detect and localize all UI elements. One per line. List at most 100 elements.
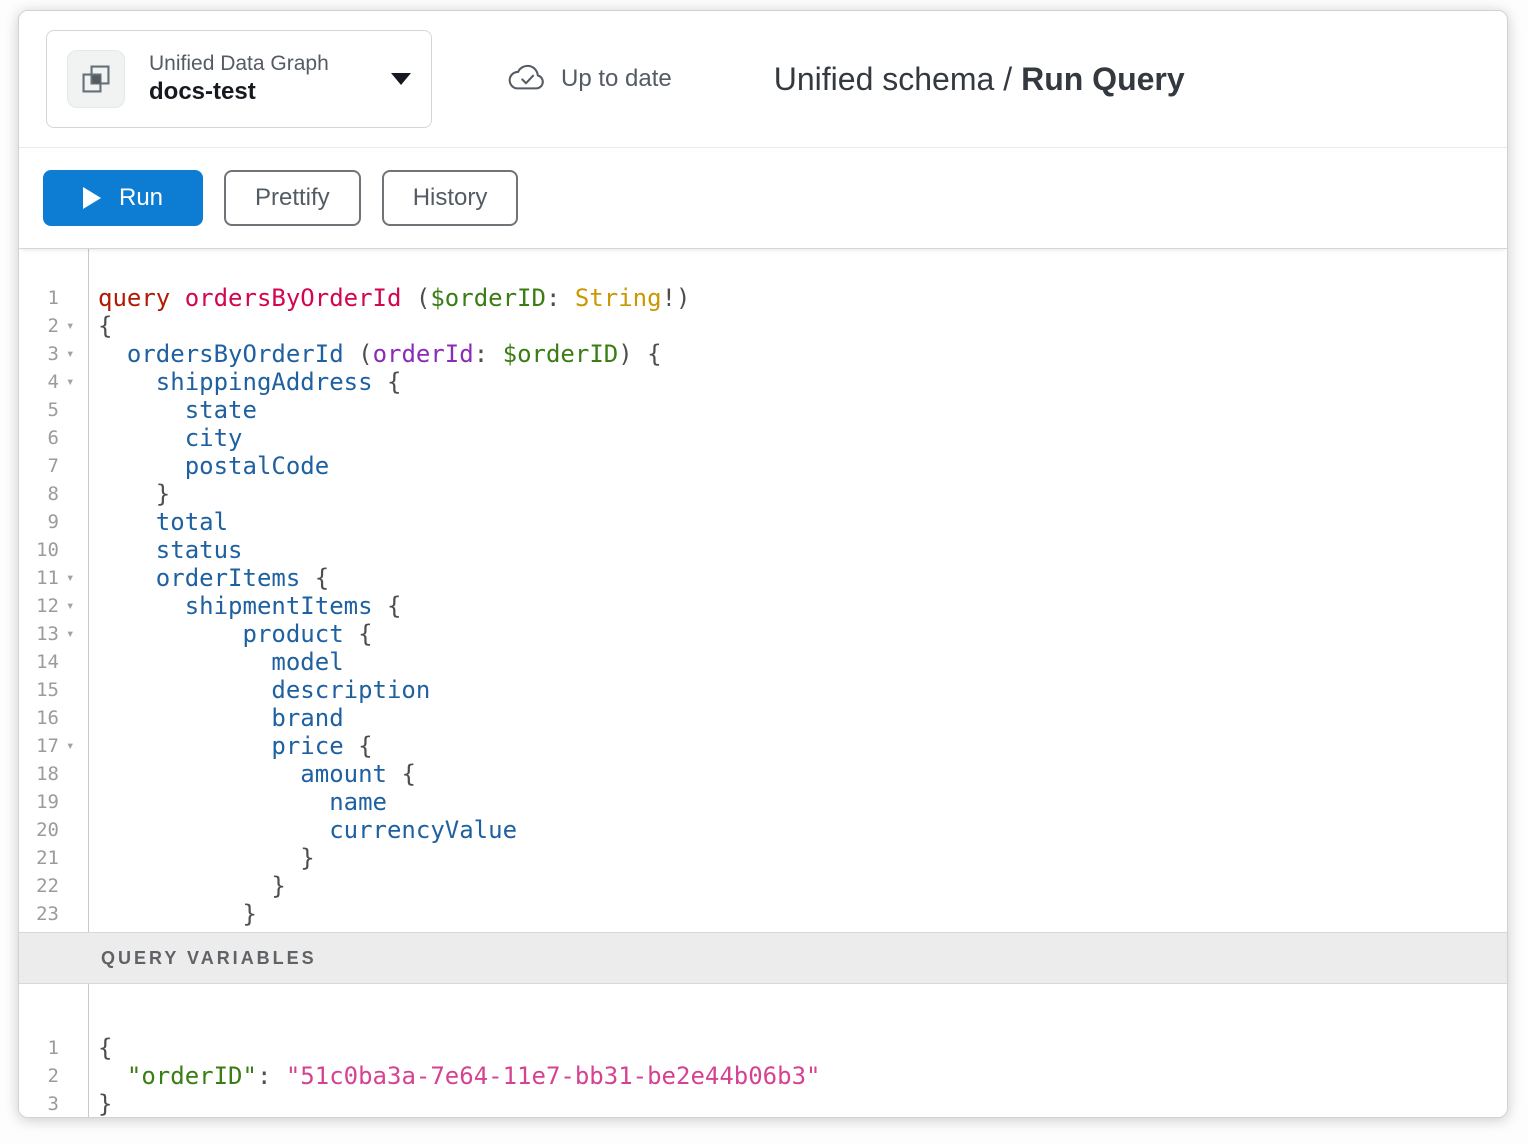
toolbar: Run Prettify History xyxy=(19,148,1507,249)
code-token: orderId xyxy=(372,340,474,368)
code-line: shipmentItems { xyxy=(98,592,1507,620)
code-token: "51c0ba3a-7e64-11e7-bb31-be2e44b06b3" xyxy=(285,1062,821,1090)
code-line: query ordersByOrderId ($orderID: String!… xyxy=(98,284,1507,312)
code-token xyxy=(98,620,243,648)
fold-toggle-icon[interactable]: ▾ xyxy=(66,346,75,362)
fold-gutter-spacer xyxy=(59,508,88,536)
fold-gutter-spacer xyxy=(59,1090,88,1117)
code-token: ( xyxy=(401,284,431,312)
line-number: 3 xyxy=(47,1093,59,1115)
code-token: : xyxy=(256,1062,286,1090)
query-variables-bar[interactable]: QUERY VARIABLES xyxy=(19,932,1507,984)
line-number: 1 xyxy=(47,1037,59,1059)
code-token: amount xyxy=(300,760,387,788)
code-token xyxy=(170,284,184,312)
gutter-row: 12 ▾ xyxy=(19,592,88,620)
fold-gutter-spacer xyxy=(59,648,88,676)
gutter-row: 18 xyxy=(19,760,88,788)
code-token xyxy=(98,452,185,480)
line-number: 9 xyxy=(47,511,59,533)
code-token xyxy=(98,704,271,732)
code-token: currencyValue xyxy=(329,816,518,844)
gutter-row: 8 xyxy=(19,480,88,508)
sync-status: Up to date xyxy=(506,64,672,94)
line-number: 2 xyxy=(47,315,59,337)
code-token xyxy=(98,508,156,536)
fold-toggle-icon[interactable]: ▾ xyxy=(66,374,75,390)
history-button[interactable]: History xyxy=(381,170,519,226)
graph-selector-text: Unified Data Graph docs-test xyxy=(149,51,329,107)
line-number: 22 xyxy=(36,875,59,897)
code-line: total xyxy=(98,508,1507,536)
gutter-row: 22 xyxy=(19,872,88,900)
line-number: 12 xyxy=(36,595,59,617)
breadcrumb-current: Run Query xyxy=(1021,60,1185,97)
code-token xyxy=(98,788,329,816)
fold-toggle-icon[interactable]: ▾ xyxy=(66,598,75,614)
graph-icon-tile xyxy=(67,50,125,108)
fold-gutter-spacer xyxy=(59,536,88,564)
line-number: 1 xyxy=(47,287,59,309)
overlapping-squares-icon xyxy=(82,65,110,93)
gutter-row: 13▾ xyxy=(19,620,88,648)
line-number: 18 xyxy=(36,763,59,785)
prettify-button[interactable]: Prettify xyxy=(224,170,361,226)
code-token: description xyxy=(271,676,431,704)
code-line: ordersByOrderId (orderId: $orderID) { xyxy=(98,340,1507,368)
code-token: !) xyxy=(661,284,691,312)
line-number: 14 xyxy=(36,651,59,673)
fold-gutter-spacer xyxy=(59,816,88,844)
code-line: { xyxy=(98,1034,1507,1062)
fold-toggle-icon[interactable]: ▾ xyxy=(66,738,75,754)
code-line: product { xyxy=(98,620,1507,648)
code-token xyxy=(98,340,127,368)
fold-gutter-spacer xyxy=(59,424,88,452)
breadcrumb-prefix: Unified schema / xyxy=(773,60,1013,97)
code-token: } xyxy=(98,844,315,872)
code-token xyxy=(98,396,185,424)
variables-editor-code[interactable]: { "orderID": "51c0ba3a-7e64-11e7-bb31-be… xyxy=(89,984,1507,1117)
gutter-row: 11▾ xyxy=(19,564,88,592)
code-token: orderItems xyxy=(155,564,301,592)
gutter-row: 16 xyxy=(19,704,88,732)
code-token: $orderID xyxy=(430,284,546,312)
code-line: shippingAddress { xyxy=(98,368,1507,396)
code-line: description xyxy=(98,676,1507,704)
fold-toggle-icon[interactable]: ▾ xyxy=(66,570,75,586)
run-button[interactable]: Run xyxy=(43,170,203,226)
code-token: { xyxy=(372,592,402,620)
line-number: 21 xyxy=(36,847,59,869)
query-editor-code[interactable]: query ordersByOrderId ($orderID: String!… xyxy=(89,249,1507,932)
line-number: 10 xyxy=(36,539,59,561)
code-line: } xyxy=(98,844,1507,872)
cloud-check-icon xyxy=(508,64,544,90)
fold-gutter-spacer xyxy=(59,788,88,816)
code-token: { xyxy=(98,312,113,340)
gutter-row: 9 xyxy=(19,508,88,536)
code-token: state xyxy=(184,396,257,424)
graph-selector-dropdown[interactable]: Unified Data Graph docs-test xyxy=(46,30,432,128)
code-token: { xyxy=(300,564,330,592)
code-token: { xyxy=(343,620,373,648)
code-token: } xyxy=(98,872,286,900)
fold-gutter-spacer xyxy=(59,900,88,928)
fold-toggle-icon[interactable]: ▾ xyxy=(66,318,75,334)
page-title: Unified schema /Run Query xyxy=(774,61,1185,98)
code-line: orderItems { xyxy=(98,564,1507,592)
code-token xyxy=(98,816,329,844)
fold-gutter-spacer xyxy=(59,452,88,480)
fold-gutter-spacer xyxy=(59,480,88,508)
fold-toggle-icon[interactable]: ▾ xyxy=(66,626,75,642)
gutter-row: 20 xyxy=(19,816,88,844)
code-line: model xyxy=(98,648,1507,676)
gutter-row: 4▾ xyxy=(19,368,88,396)
code-line: "orderID": "51c0ba3a-7e64-11e7-bb31-be2e… xyxy=(98,1062,1507,1090)
code-line: currencyValue xyxy=(98,816,1507,844)
fold-gutter-spacer xyxy=(59,284,88,312)
line-number: 19 xyxy=(36,791,59,813)
gutter-row: 10 xyxy=(19,536,88,564)
line-number: 7 xyxy=(47,455,59,477)
code-line: city xyxy=(98,424,1507,452)
